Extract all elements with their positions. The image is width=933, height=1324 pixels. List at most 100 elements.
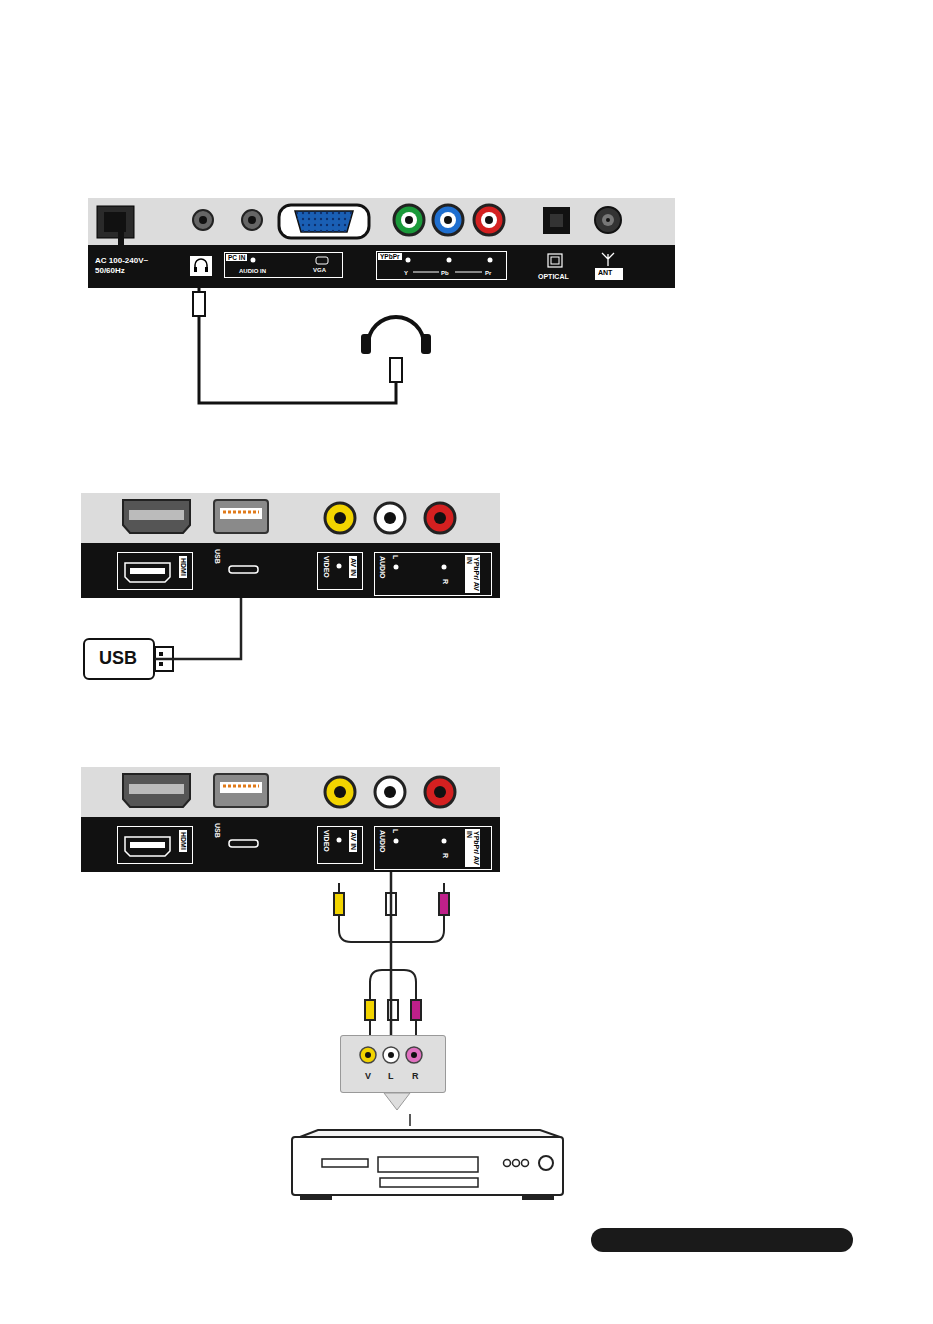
port-label: L	[388, 1072, 394, 1082]
jack-dot	[406, 258, 411, 263]
power-cord	[118, 232, 124, 245]
port-label: Pb	[441, 270, 449, 277]
headphone-plug	[390, 358, 402, 382]
jack-dot	[251, 258, 256, 263]
usb-lead	[155, 598, 241, 659]
port-group-box: AUDIO L R YPbPr/ AV IN	[374, 826, 492, 870]
side-panel	[81, 767, 500, 872]
player-button	[522, 1160, 529, 1167]
jack-plate-fill	[340, 1035, 446, 1093]
player-button	[513, 1160, 520, 1167]
port-label: Y	[404, 270, 408, 277]
power-socket-inner	[104, 212, 126, 232]
pb-jack	[433, 205, 463, 235]
av-cable	[388, 1000, 398, 1020]
port-label: USB	[213, 823, 221, 838]
port-label: AV IN	[349, 830, 357, 852]
port-label: YPbPr	[378, 253, 402, 260]
port-label: AV IN	[349, 556, 357, 578]
vga-icon	[316, 257, 328, 264]
av-cable	[439, 893, 449, 915]
headphone-cup	[361, 334, 371, 354]
vga-pins	[295, 211, 353, 232]
dvd-player	[292, 1137, 563, 1195]
optical-icon-inner	[551, 257, 559, 264]
av-cable	[334, 893, 344, 915]
port-label: PC IN	[226, 254, 247, 261]
y-jack	[394, 205, 424, 235]
callout-pointer	[384, 1093, 410, 1110]
port-group-box: AUDIOLRYPbPr/ AV IN	[374, 552, 492, 596]
audio-right-jack	[406, 1047, 422, 1063]
label-band: USB HDMI AV INVIDEO AUDIO L R YPbPr/ AV IN	[81, 817, 500, 872]
page-bar	[591, 1228, 853, 1252]
port-label: YPbPr/ AV IN	[465, 829, 480, 867]
label-band: AC 100-240V~ 50/60HzOPTICALPC INAUDIO IN…	[88, 245, 675, 288]
port-label: V	[365, 1072, 371, 1082]
headphone-icon-cup	[194, 267, 197, 272]
pr-jack	[474, 205, 504, 235]
jack-hole	[444, 216, 452, 224]
panel-face	[88, 198, 675, 245]
port-box: HDMI	[117, 552, 193, 590]
port-label: VGA	[313, 267, 326, 274]
av-cable	[338, 915, 340, 930]
side-panel	[81, 493, 500, 598]
headphone-band	[368, 317, 424, 345]
player-button	[504, 1160, 511, 1167]
headphone-icon-cup	[205, 267, 208, 272]
jack-ring	[401, 212, 417, 228]
jack-hole	[405, 216, 413, 224]
port-group-box: AV IN VIDEO	[317, 552, 363, 590]
device-label: USB	[99, 649, 137, 669]
port-label: AUDIO	[378, 556, 386, 579]
av-cable	[415, 1020, 417, 1035]
jack-plate: VLR	[340, 1035, 446, 1093]
callout-mark	[409, 1114, 411, 1126]
divider-line	[455, 272, 482, 273]
vga-port	[279, 205, 369, 238]
headphone-plug	[193, 292, 205, 316]
audio-left-jack	[383, 1047, 399, 1063]
antenna-badge: ANT	[595, 268, 623, 280]
av-cable	[365, 1000, 375, 1020]
label-band	[88, 245, 675, 288]
divider-line	[413, 272, 439, 273]
usb-stick: USB	[83, 638, 155, 680]
jack-hole	[248, 216, 256, 224]
optical-icon	[548, 254, 562, 267]
av-cable	[390, 872, 393, 1035]
optical-port	[543, 207, 570, 234]
port-label: VIDEO	[322, 556, 330, 578]
port-label: L	[391, 555, 399, 559]
port-label: R	[412, 1072, 419, 1082]
jack-dot	[447, 258, 452, 263]
av-cable	[411, 1000, 421, 1020]
port-label: AUDIO	[378, 830, 386, 853]
antenna-port-inner	[602, 214, 614, 226]
port-label: USB	[213, 549, 221, 564]
headphone-cable	[199, 316, 396, 403]
jack-hole	[388, 1052, 394, 1058]
jack-hole	[365, 1052, 371, 1058]
player-display	[322, 1159, 368, 1167]
headphone-jack	[193, 210, 213, 230]
port-group-box: PC INAUDIO INVGA	[224, 252, 343, 278]
port-box: HDMI	[117, 826, 193, 864]
jack-ring	[440, 212, 456, 228]
port-label: AC 100-240V~ 50/60Hz	[95, 256, 167, 276]
label-band: USBHDMIAV INVIDEOAUDIOLRYPbPr/ AV IN	[81, 543, 500, 598]
av-cable	[443, 915, 445, 930]
port-label: R	[441, 853, 449, 858]
port-label: Pr	[485, 270, 491, 277]
port-label: L	[391, 829, 399, 833]
av-cable	[369, 1020, 371, 1035]
port-group-box: AV INVIDEO	[317, 826, 363, 864]
port-label: R	[441, 579, 449, 584]
antenna-icon	[602, 253, 614, 266]
av-cable	[370, 970, 416, 1000]
port-label: HDMI	[179, 830, 187, 852]
av-cable	[443, 883, 445, 893]
player-tray	[380, 1178, 478, 1187]
